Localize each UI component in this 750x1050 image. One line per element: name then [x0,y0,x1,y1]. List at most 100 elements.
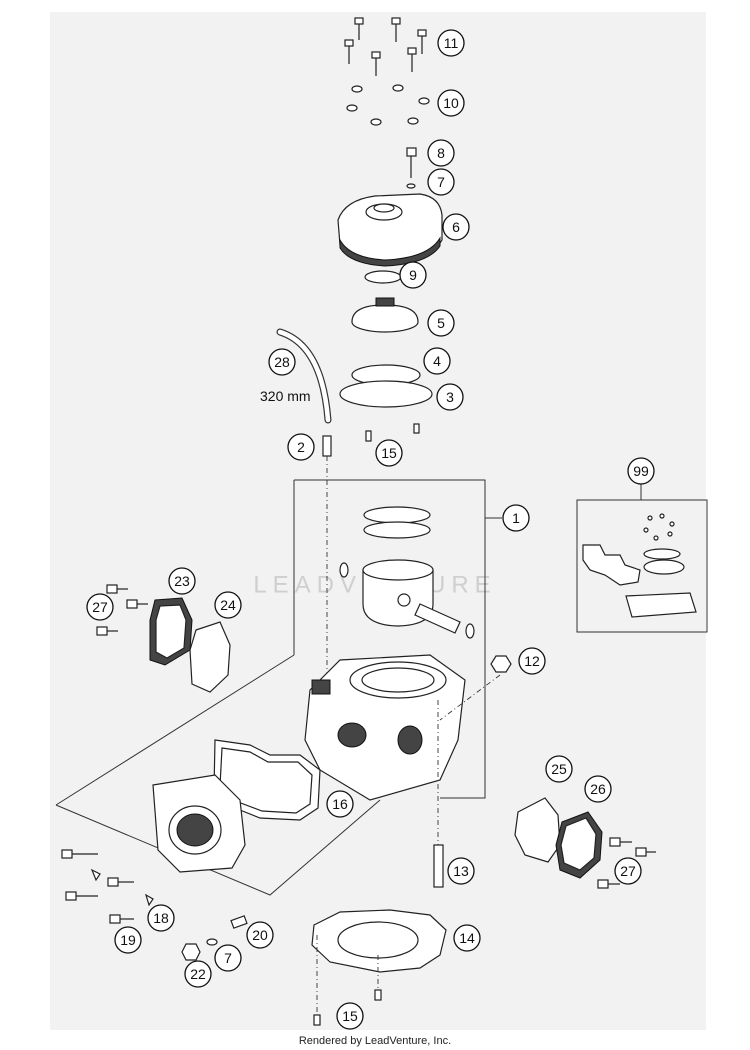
exhaust-control-cover[interactable] [149,597,193,666]
callout-number: 4 [433,353,441,369]
callout-5[interactable]: 5 [427,309,455,337]
callout-number: 2 [297,439,305,455]
callout-number: 1 [512,510,520,526]
piston-pin[interactable] [414,603,461,634]
callout-19[interactable]: 19 [114,926,142,954]
cover-gasket-24[interactable] [189,621,231,693]
piston-clips[interactable] [339,562,475,639]
intake-screws[interactable] [61,849,134,924]
dowel-pins-top[interactable] [365,423,420,442]
timing-stud[interactable] [322,435,332,680]
dowel-pins-bottom[interactable] [313,935,382,1026]
callout-27-right[interactable]: 27 [614,857,642,885]
callout-23[interactable]: 23 [168,567,196,595]
callout-1[interactable]: 1 [485,504,530,532]
callout-18[interactable]: 18 [147,904,175,932]
callout-2[interactable]: 2 [287,433,315,461]
cylinder[interactable] [304,654,466,801]
cylinder-head-washers[interactable] [346,84,430,126]
callout-8[interactable]: 8 [427,139,455,167]
intake-clips[interactable] [90,868,154,907]
callout-number: 18 [153,910,169,926]
render-credit: Rendered by LeadVenture, Inc. [298,1035,452,1047]
exhaust-valve-cover[interactable] [555,811,603,879]
callout-number: 99 [633,463,649,479]
callout-number: 10 [443,95,459,111]
piston[interactable] [362,559,434,627]
callout-15-bottom[interactable]: 15 [336,1002,364,1030]
callout-14[interactable]: 14 [453,924,481,952]
callout-15-top[interactable]: 15 [375,439,403,467]
cylinder-head[interactable] [337,193,443,267]
callout-number: 12 [524,653,540,669]
callout-27-left[interactable]: 27 [86,593,114,621]
intake-box-bottom [55,799,381,896]
callout-10[interactable]: 10 [437,89,465,117]
callout-24[interactable]: 24 [214,591,242,619]
callout-number: 8 [437,145,445,161]
callout-number: 28 [274,354,290,370]
callout-number: 15 [342,1008,358,1024]
callout-11[interactable]: 11 [437,29,465,57]
callout-number: 16 [332,796,348,812]
cover-bolts-right[interactable] [597,837,656,889]
callout-6[interactable]: 6 [442,213,470,241]
sleeve-20[interactable] [230,915,248,929]
intake-box-top [55,654,295,806]
callout-number: 20 [252,927,268,943]
callout-number: 7 [437,174,445,190]
callout-number: 13 [453,863,469,879]
piston-rings[interactable] [363,506,431,539]
callout-3[interactable]: 3 [436,383,464,411]
cylinder-nut[interactable] [490,655,512,673]
callout-13[interactable]: 13 [447,857,475,885]
callout-26[interactable]: 26 [584,775,612,803]
callout-9[interactable]: 9 [399,261,427,289]
hose-length-label: 320 mm [260,388,311,404]
callout-16[interactable]: 16 [326,790,354,818]
callout-28[interactable]: 28 [268,348,296,376]
callout-number: 27 [620,863,636,879]
screw-22[interactable] [181,943,201,961]
callout-number: 24 [220,597,236,613]
callout-number: 19 [120,932,136,948]
breather-hose[interactable] [276,328,332,424]
cylinder-base-gasket[interactable] [311,909,447,973]
o-ring-3[interactable] [339,380,433,408]
callout-number: 11 [444,35,459,51]
callout-number: 15 [381,445,397,461]
callout-12[interactable]: 12 [518,647,546,675]
callout-99[interactable]: 99 [627,457,655,485]
callout-number: 25 [551,761,567,777]
seal-ring-7-bottom[interactable] [206,938,218,946]
callout-number: 14 [459,930,475,946]
callout-number: 9 [409,267,417,283]
callout-4[interactable]: 4 [423,347,451,375]
intake-flange[interactable] [152,774,246,873]
cover-bolts-left[interactable] [96,584,148,636]
callout-number: 27 [92,599,108,615]
callout-number: 7 [224,950,232,966]
o-ring-9[interactable] [364,270,402,284]
gasket-set-box[interactable] [576,484,708,633]
callout-number: 23 [174,573,190,589]
seal-ring-7-top[interactable] [406,183,416,189]
cylinder-head-bolts[interactable] [344,17,427,76]
callout-number: 22 [190,966,206,982]
callout-7-bottom[interactable]: 7 [214,944,242,972]
callout-20[interactable]: 20 [246,921,274,949]
callout-7-top[interactable]: 7 [427,168,455,196]
callout-number: 5 [437,315,445,331]
cylinder-stud[interactable] [433,700,444,888]
callout-25[interactable]: 25 [545,755,573,783]
callout-number: 3 [446,389,454,405]
callout-number: 6 [452,219,460,235]
cover-gasket-25[interactable] [514,797,561,863]
callout-22[interactable]: 22 [184,960,212,988]
combustion-chamber-insert[interactable] [351,297,419,333]
callout-number: 26 [590,781,606,797]
piston-group-box [294,479,486,799]
head-bolt-8[interactable] [406,147,417,178]
